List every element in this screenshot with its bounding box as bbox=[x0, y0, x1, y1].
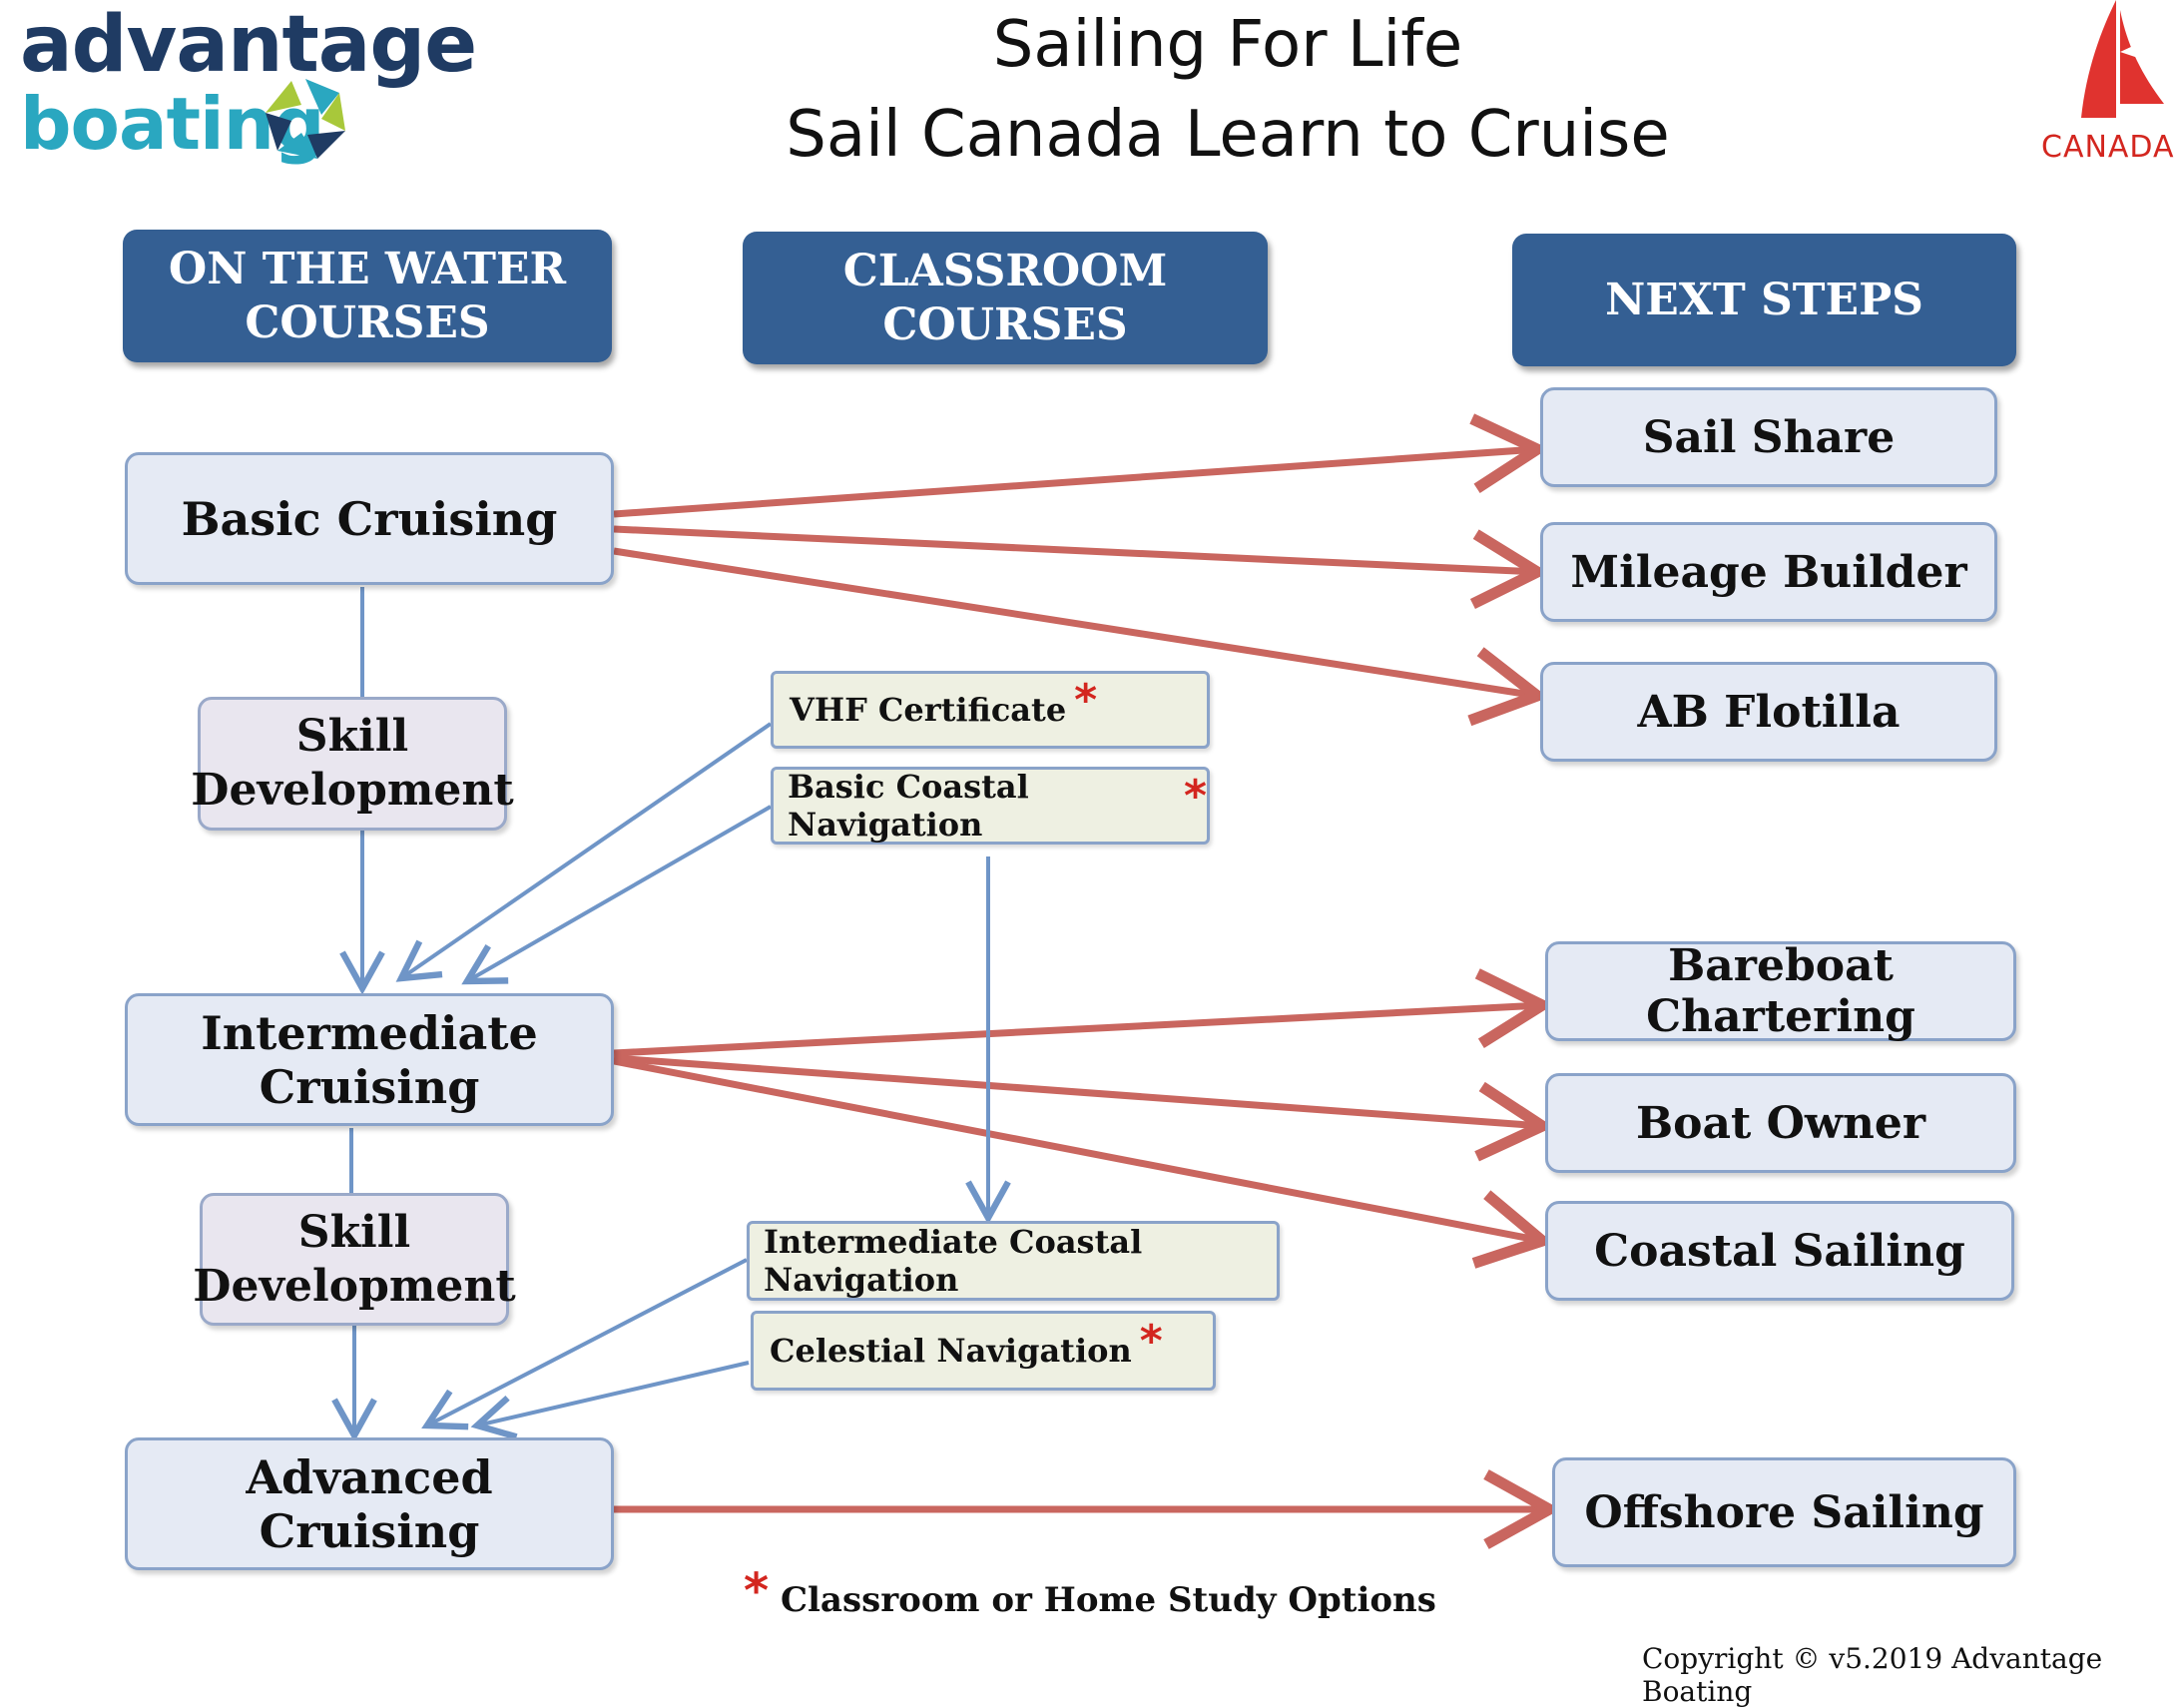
intermediate-coastal-navigation-label: Intermediate Coastal Navigation bbox=[764, 1223, 1143, 1299]
arrow-basic-to-flotilla bbox=[613, 547, 1549, 727]
title-line-2: Sail Canada Learn to Cruise bbox=[786, 98, 1670, 172]
arrow-basic-to-mileage bbox=[613, 525, 1549, 610]
arrow-celestial-to-advanced bbox=[470, 1361, 750, 1440]
footnote-star-icon: * bbox=[744, 1563, 770, 1619]
classroom-vhf-certificate: VHF Certificate* bbox=[771, 671, 1210, 749]
arrow-int-to-bareboat bbox=[613, 968, 1554, 1057]
vhf-certificate-label: VHF Certificate bbox=[790, 691, 1067, 729]
classroom-basic-coastal-navigation: Basic Coastal Navigation * bbox=[771, 767, 1210, 845]
basic-coastal-navigation-label: Basic Coastal Navigation bbox=[788, 768, 1029, 844]
course-basic-cruising: Basic Cruising bbox=[125, 452, 614, 585]
arrow-basicnav-to-intermediate bbox=[461, 805, 772, 985]
classroom-celestial-navigation: Celestial Navigation* bbox=[751, 1311, 1216, 1391]
home-study-star-icon: * bbox=[1183, 770, 1207, 822]
home-study-star-icon: * bbox=[1074, 674, 1098, 726]
header-classroom-courses: CLASSROOM COURSES bbox=[743, 232, 1268, 364]
header-on-the-water-courses: ON THE WATER COURSES bbox=[123, 230, 612, 362]
next-step-coastal-sailing: Coastal Sailing bbox=[1545, 1201, 2014, 1301]
course-intermediate-cruising: Intermediate Cruising bbox=[125, 993, 614, 1126]
celestial-navigation-label: Celestial Navigation bbox=[770, 1332, 1132, 1370]
next-step-sail-share: Sail Share bbox=[1540, 387, 1997, 487]
arrow-vhf-to-intermediate bbox=[395, 722, 773, 982]
arrow-int-to-owner bbox=[613, 1054, 1554, 1162]
home-study-star-icon: * bbox=[1139, 1315, 1163, 1367]
title-line-1: Sailing For Life bbox=[992, 8, 1463, 82]
next-step-offshore-sailing: Offshore Sailing bbox=[1552, 1457, 2016, 1567]
sail-canada-logo-icon bbox=[2081, 0, 2164, 118]
sail-canada-logo-text: CANADA bbox=[2041, 130, 2175, 165]
classroom-intermediate-coastal-navigation: Intermediate Coastal Navigation bbox=[747, 1221, 1280, 1301]
next-step-mileage-builder: Mileage Builder bbox=[1540, 522, 1997, 622]
next-step-bareboat-chartering: Bareboat Chartering bbox=[1545, 940, 2016, 1042]
next-step-boat-owner: Boat Owner bbox=[1545, 1073, 2016, 1173]
arrow-int-to-coastal bbox=[613, 1057, 1554, 1269]
next-step-ab-flotilla: AB Flotilla bbox=[1540, 662, 1997, 762]
course-advanced-cruising: Advanced Cruising bbox=[125, 1437, 614, 1570]
skill-development-1: Skill Development bbox=[191, 697, 514, 831]
logo-text-advantage: advantage bbox=[20, 0, 477, 90]
skill-development-2: Skill Development bbox=[193, 1193, 516, 1326]
copyright: Copyright © v5.2019 Advantage Boating bbox=[1642, 1642, 2103, 1708]
aperture-logo-icon bbox=[266, 79, 345, 159]
header-next-steps: NEXT STEPS bbox=[1512, 234, 2016, 366]
footnote-text: Classroom or Home Study Options bbox=[780, 1580, 1436, 1620]
footnote: * Classroom or Home Study Options bbox=[744, 1563, 1436, 1623]
arrow-basic-to-sailshare bbox=[613, 413, 1549, 518]
